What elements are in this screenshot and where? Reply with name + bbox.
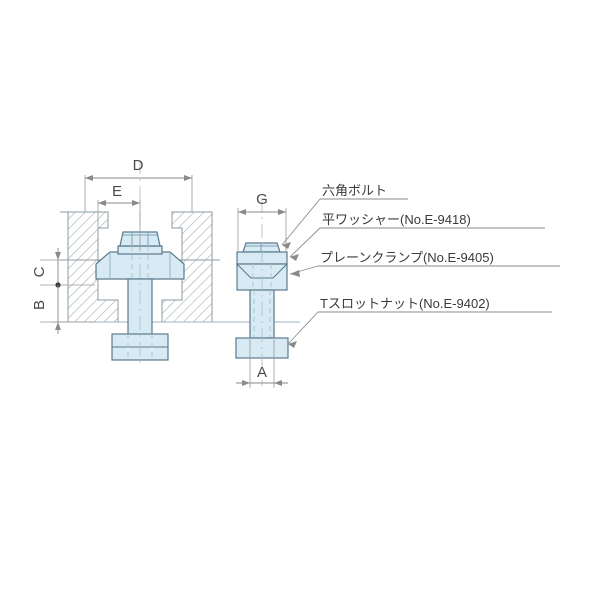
right-front-view: G A xyxy=(222,191,300,388)
callout-plain-washer: 平ワッシャー(No.E-9418) xyxy=(289,212,545,261)
dimension-D: D xyxy=(84,157,193,212)
callout-group: 六角ボルト 平ワッシャー(No.E-9418) プレーンクランプ(No.E-94… xyxy=(281,183,560,348)
dimension-C-label: C xyxy=(31,266,48,277)
dimension-A-label: A xyxy=(257,364,267,381)
callout-t-slot-nut-label: Tスロットナット(No.E-9402) xyxy=(320,296,490,311)
callout-plain-clamp-label: プレーンクランプ(No.E-9405) xyxy=(320,250,494,265)
dimension-G-label: G xyxy=(256,191,268,208)
hidden-thread-lines-left xyxy=(131,246,149,279)
dimension-A: A xyxy=(236,340,288,388)
dimension-B: B xyxy=(31,285,95,334)
callout-hex-bolt-label: 六角ボルト xyxy=(322,183,387,198)
left-section-view: D E C B xyxy=(31,157,240,368)
callout-t-slot-nut: Tスロットナット(No.E-9402) xyxy=(287,296,552,348)
dimension-C: C xyxy=(31,248,95,288)
callout-plain-washer-label: 平ワッシャー(No.E-9418) xyxy=(322,212,471,227)
hex-bolt-head-right xyxy=(242,242,281,253)
dimension-B-label: B xyxy=(31,300,48,310)
dimension-E: E xyxy=(97,183,141,250)
dimension-E-label: E xyxy=(112,183,122,200)
callout-plain-clamp: プレーンクランプ(No.E-9405) xyxy=(289,250,560,277)
dimension-D-label: D xyxy=(133,157,144,174)
callout-hex-bolt: 六角ボルト xyxy=(281,183,408,249)
